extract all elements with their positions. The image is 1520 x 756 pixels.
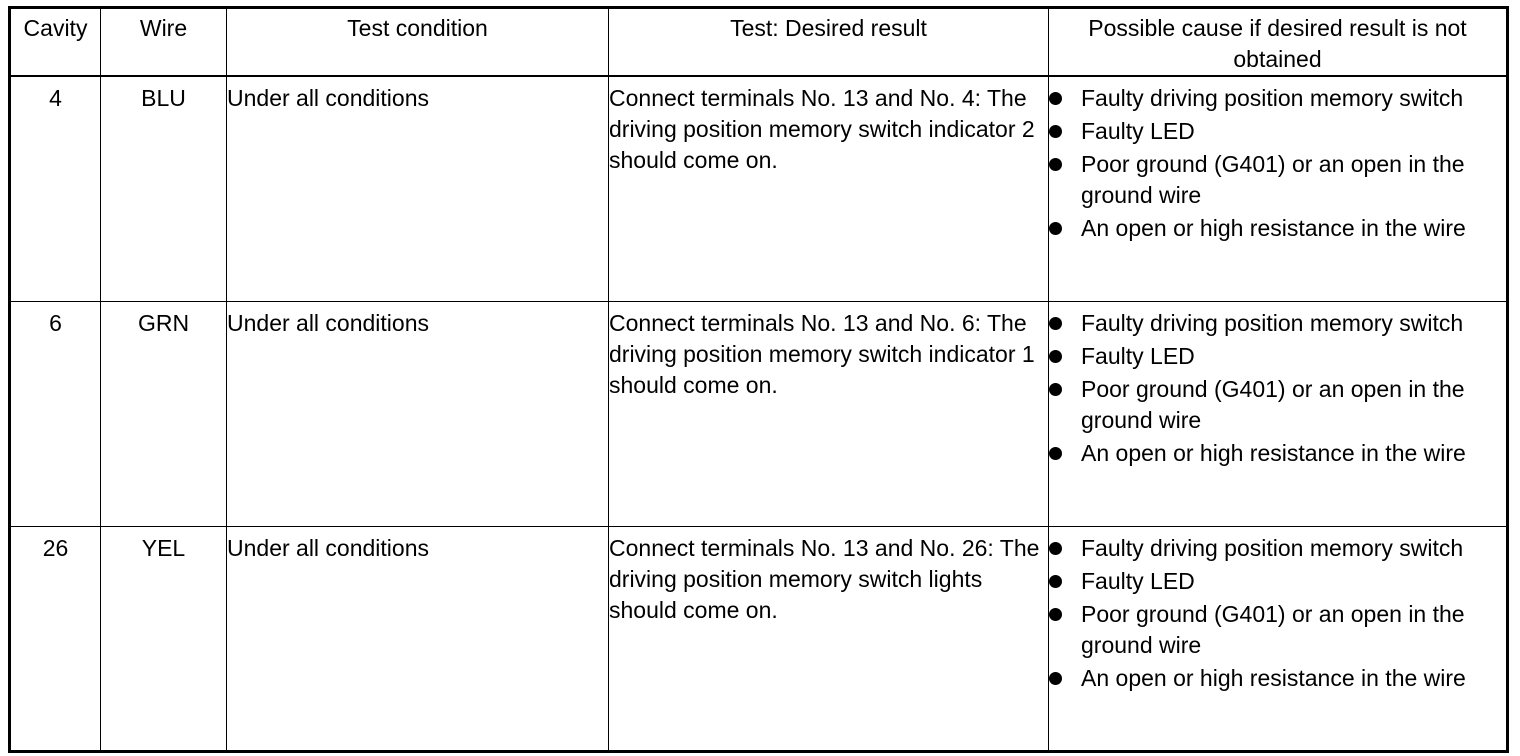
- cause-item: Poor ground (G401) or an open in the gro…: [1049, 374, 1507, 436]
- bullet-icon: [1049, 92, 1062, 105]
- cell-cavity: 6: [9, 300, 101, 527]
- table-row: 26 YEL Under all conditions Connect term…: [9, 525, 1508, 752]
- cell-possible-causes: Faulty driving position memory switch Fa…: [1048, 525, 1508, 752]
- cause-text: Faulty LED: [1081, 567, 1195, 594]
- bullet-icon: [1049, 316, 1062, 330]
- cell-cavity: 26: [9, 525, 101, 752]
- cause-item: Faulty driving position memory switch: [1049, 533, 1507, 564]
- bullet-icon: [1049, 671, 1062, 685]
- table-header: Cavity Wire Test condition Test: Desired…: [9, 7, 1508, 77]
- cause-text: Faulty LED: [1081, 342, 1195, 369]
- cause-text: An open or high resistance in the wire: [1081, 215, 1466, 241]
- bullet-icon: [1049, 607, 1062, 621]
- cause-list: Faulty driving position memory switch Fa…: [1049, 533, 1507, 694]
- header-cavity: Cavity: [9, 7, 101, 77]
- bullet-icon: [1049, 446, 1062, 460]
- cell-test-condition: Under all conditions: [226, 525, 609, 752]
- cause-item: Faulty LED: [1049, 566, 1507, 597]
- table-body: 4 BLU Under all conditions Connect termi…: [9, 75, 1508, 752]
- bullet-icon: [1049, 382, 1062, 396]
- cell-cavity: 4: [9, 75, 101, 302]
- cell-wire: BLU: [100, 75, 227, 302]
- bullet-icon: [1049, 222, 1062, 235]
- header-desired-result: Test: Desired result: [608, 7, 1049, 77]
- terminal-test-table: Cavity Wire Test condition Test: Desired…: [8, 6, 1509, 753]
- table-row: 6 GRN Under all conditions Connect termi…: [9, 300, 1508, 527]
- cause-text: Faulty driving position memory switch: [1081, 309, 1464, 336]
- cell-possible-causes: Faulty driving position memory switch Fa…: [1048, 75, 1508, 302]
- bullet-icon: [1049, 349, 1062, 363]
- cause-text: Poor ground (G401) or an open in the gro…: [1081, 375, 1465, 433]
- cell-wire: GRN: [100, 300, 227, 527]
- terminal-test-sheet: Cavity Wire Test condition Test: Desired…: [8, 6, 1509, 753]
- cell-test-condition: Under all conditions: [226, 300, 609, 527]
- bullet-icon: [1049, 125, 1062, 138]
- cell-test-condition: Under all conditions: [226, 75, 609, 302]
- cause-text: Faulty driving position memory switch: [1081, 534, 1464, 561]
- cause-text: Poor ground (G401) or an open in the gro…: [1081, 600, 1465, 658]
- cause-item: Faulty driving position memory switch: [1049, 308, 1507, 339]
- header-test-condition: Test condition: [226, 7, 609, 77]
- cause-text: An open or high resistance in the wire: [1081, 664, 1466, 691]
- cause-item: Faulty LED: [1049, 116, 1507, 147]
- cause-item: Poor ground (G401) or an open in the gro…: [1049, 599, 1507, 661]
- bullet-icon: [1049, 574, 1062, 588]
- bullet-icon: [1049, 158, 1062, 171]
- cause-text: Faulty driving position memory switch: [1081, 85, 1464, 111]
- cause-list: Faulty driving position memory switch Fa…: [1049, 83, 1507, 244]
- header-wire: Wire: [100, 7, 227, 77]
- cause-item: An open or high resistance in the wire: [1049, 213, 1507, 244]
- cell-desired-result: Connect terminals No. 13 and No. 6: The …: [608, 300, 1049, 527]
- cause-item: Faulty driving position memory switch: [1049, 83, 1507, 114]
- header-possible-cause: Possible cause if desired result is not …: [1048, 7, 1508, 77]
- cause-text: Poor ground (G401) or an open in the gro…: [1081, 151, 1465, 208]
- cell-desired-result: Connect terminals No. 13 and No. 4: The …: [608, 75, 1049, 302]
- cause-text: Faulty LED: [1081, 118, 1195, 144]
- bullet-icon: [1049, 541, 1062, 555]
- cause-item: Poor ground (G401) or an open in the gro…: [1049, 149, 1507, 211]
- cause-text: An open or high resistance in the wire: [1081, 439, 1466, 466]
- header-row: Cavity Wire Test condition Test: Desired…: [9, 7, 1508, 77]
- cause-item: Faulty LED: [1049, 341, 1507, 372]
- cause-item: An open or high resistance in the wire: [1049, 663, 1507, 694]
- cell-wire: YEL: [100, 525, 227, 752]
- cell-desired-result: Connect terminals No. 13 and No. 26: The…: [608, 525, 1049, 752]
- cause-item: An open or high resistance in the wire: [1049, 438, 1507, 469]
- cause-list: Faulty driving position memory switch Fa…: [1049, 308, 1507, 469]
- cell-possible-causes: Faulty driving position memory switch Fa…: [1048, 300, 1508, 527]
- table-row: 4 BLU Under all conditions Connect termi…: [9, 75, 1508, 302]
